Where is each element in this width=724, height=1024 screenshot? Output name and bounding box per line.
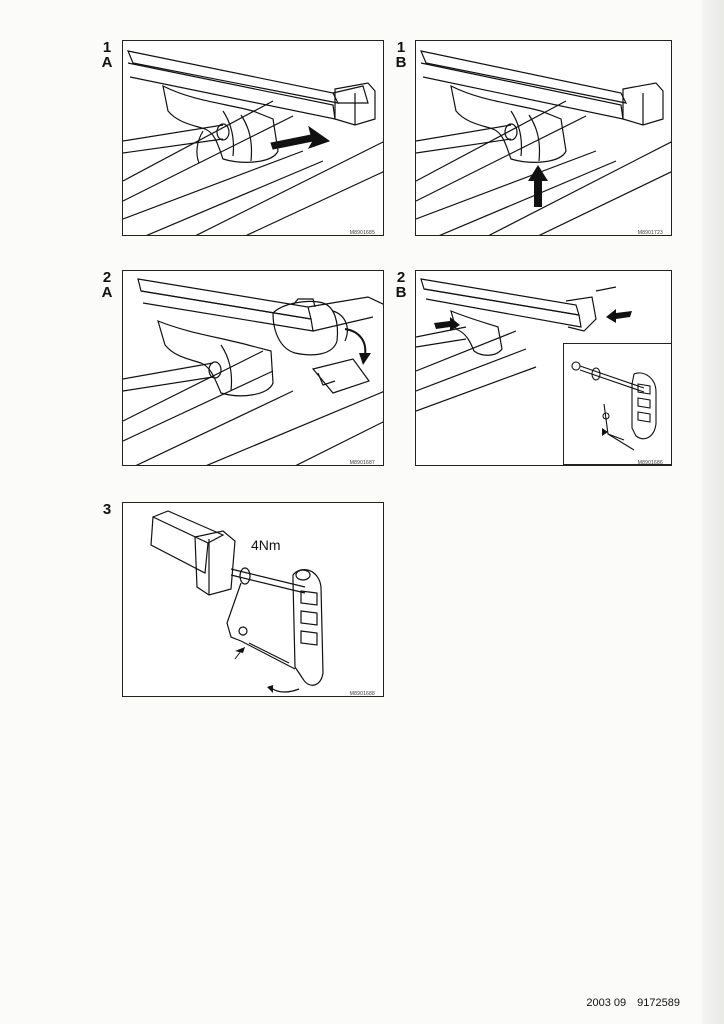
footer-date: 2003 09 — [586, 997, 627, 1009]
footer: 2003 09 9172589 — [586, 997, 680, 1009]
step-label-2a: 2 A — [100, 270, 114, 300]
step-label-1a: 1 A — [100, 40, 114, 70]
illustration-panel-2a: M8901687 — [122, 270, 384, 466]
figure-code: M8901685 — [349, 230, 375, 236]
step-letter: A — [101, 54, 113, 71]
step-label-3: 3 — [100, 502, 114, 517]
illustration-panel-3: 4Nm M8901688 — [122, 502, 384, 697]
step-letter: B — [395, 54, 407, 71]
end-plate-detail-illustration — [571, 361, 657, 451]
step-label-1b: 1 B — [394, 40, 408, 70]
step-number: 1 — [102, 39, 112, 56]
torque-label: 4Nm — [251, 537, 281, 553]
footer-part-number: 9172589 — [637, 997, 680, 1009]
step-number: 2 — [102, 269, 112, 286]
illustration-panel-1a: M8901685 — [122, 40, 384, 236]
roof-bar-cover-illustration — [123, 278, 383, 465]
page-edge-shadow — [702, 0, 724, 1024]
step-number: 2 — [396, 269, 406, 286]
illustration-panel-2b: M8901686 — [415, 270, 672, 466]
figure-code: M8901688 — [349, 691, 375, 697]
detail-inset — [563, 343, 671, 465]
roof-bar-end-illustration — [416, 278, 632, 412]
step-letter: B — [395, 284, 407, 301]
figure-code: M8901687 — [349, 460, 375, 466]
figure-code: M8901686 — [637, 460, 663, 466]
step-number: 1 — [396, 39, 406, 56]
step-label-2b: 2 B — [394, 270, 408, 300]
figure-code: M8901723 — [637, 230, 663, 236]
illustration-panel-1b: M8901723 — [415, 40, 672, 236]
end-plate-assembly-illustration — [150, 510, 324, 693]
roof-bar-foot-illustration — [416, 50, 671, 235]
roof-bar-foot-illustration — [123, 50, 383, 235]
step-number: 3 — [102, 501, 112, 518]
step-letter: A — [101, 284, 113, 301]
